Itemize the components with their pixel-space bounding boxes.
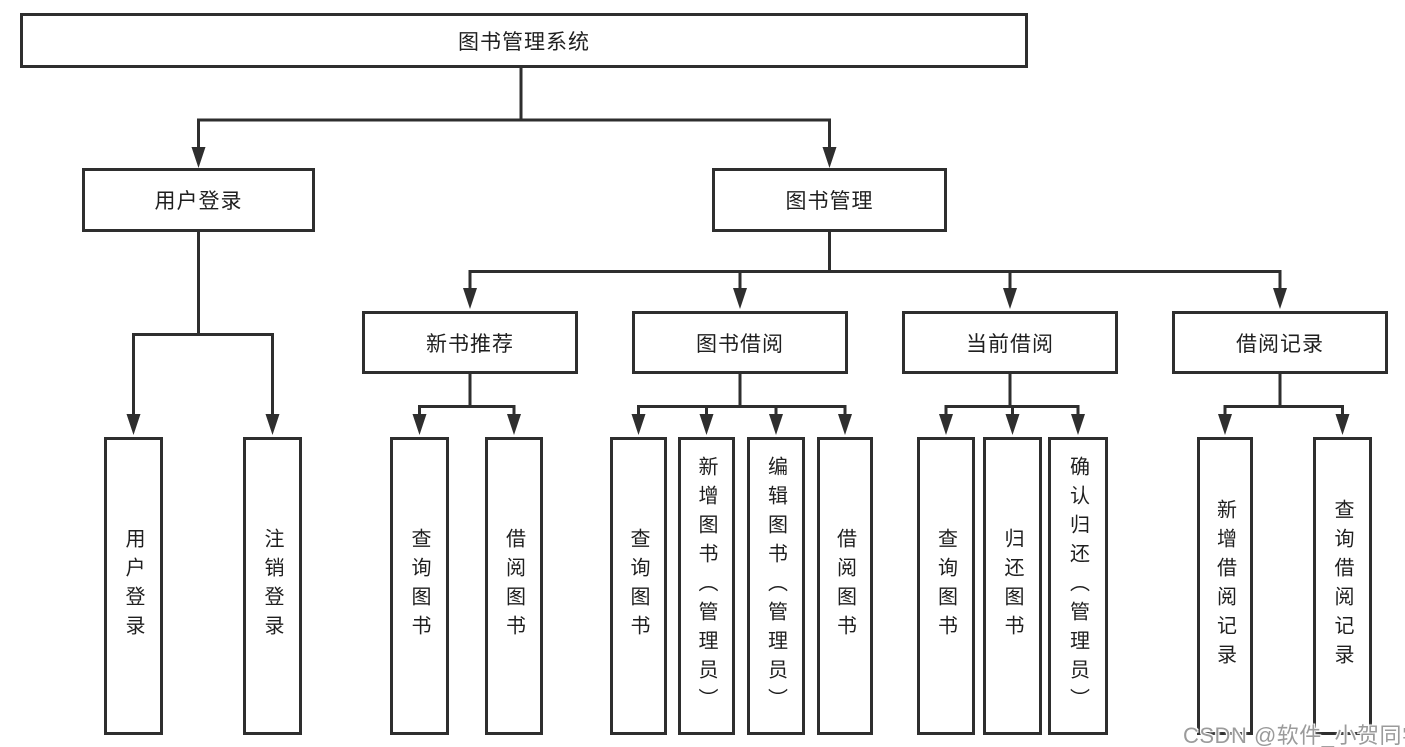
node-leaf-user-login: 用户登录 (104, 437, 163, 735)
node-leaf-bb-edit-books-admin: 编辑图书（管理员） (747, 437, 805, 735)
node-leaf-cb-confirm-return-admin: 确认归还（管理员） (1048, 437, 1108, 735)
node-current-borrow: 当前借阅 (902, 311, 1118, 374)
node-leaf-bb-query-books: 查询图书 (610, 437, 667, 735)
node-new-book-recommend: 新书推荐 (362, 311, 578, 374)
connector-root-to-level1 (197, 68, 831, 150)
node-book-management: 图书管理 (712, 168, 947, 232)
node-library-system-root: 图书管理系统 (20, 13, 1028, 68)
arrowheads (126, 147, 1350, 435)
node-borrow-records: 借阅记录 (1172, 311, 1388, 374)
connector-book-borrow-children (637, 374, 847, 416)
watermark: CSDN @软件_小贺同学 (1183, 723, 1405, 747)
connector-book-mgmt-children (468, 232, 1282, 290)
node-leaf-bb-borrow-books: 借阅图书 (817, 437, 873, 735)
node-user-login: 用户登录 (82, 168, 315, 232)
node-leaf-br-add-record: 新增借阅记录 (1197, 437, 1253, 735)
node-leaf-nb-query-books: 查询图书 (390, 437, 449, 735)
connector-borrow-record-children (1223, 374, 1344, 416)
node-leaf-bb-add-books-admin: 新增图书（管理员） (678, 437, 735, 735)
connector-user-login-children (132, 232, 274, 414)
node-leaf-cb-query-books: 查询图书 (917, 437, 975, 735)
node-leaf-cb-return-books: 归还图书 (983, 437, 1042, 735)
node-leaf-logout: 注销登录 (243, 437, 302, 735)
node-book-borrow: 图书借阅 (632, 311, 848, 374)
connector-new-book-children (418, 374, 516, 416)
connector-current-borrow-children (944, 374, 1080, 416)
node-leaf-nb-borrow-books: 借阅图书 (485, 437, 543, 735)
node-leaf-br-query-record: 查询借阅记录 (1313, 437, 1372, 735)
